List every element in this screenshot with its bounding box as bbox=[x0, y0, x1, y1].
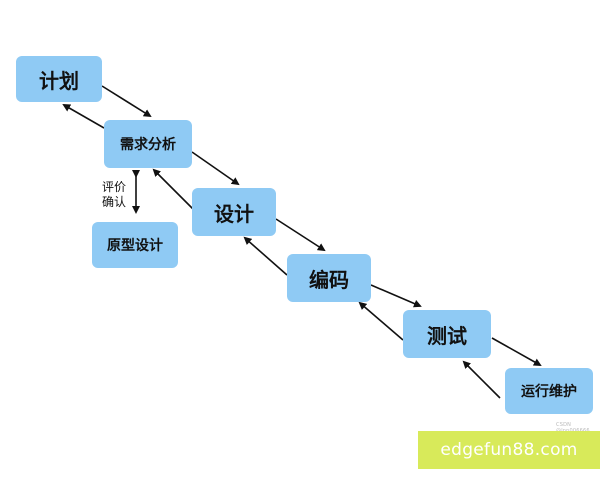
arrow-design-to-coding bbox=[275, 218, 326, 252]
node-prototype: 原型设计 bbox=[92, 222, 178, 268]
arrow-operation-back-to-testing bbox=[462, 360, 501, 399]
arrow-coding-to-testing bbox=[370, 284, 422, 308]
node-plan: 计划 bbox=[16, 56, 102, 102]
side-note-line2: 确认 bbox=[101, 195, 126, 209]
node-design: 设计 bbox=[192, 188, 276, 236]
node-testing: 测试 bbox=[403, 310, 491, 358]
arrow-design-back-to-requirements bbox=[152, 168, 195, 211]
site-banner-text: edgefun88.com bbox=[440, 440, 578, 460]
node-coding: 编码 bbox=[287, 254, 371, 302]
node-operation: 运行维护 bbox=[505, 368, 593, 414]
arrow-requirements-to-design bbox=[191, 151, 240, 186]
site-banner: edgefun88.com bbox=[418, 431, 600, 469]
node-requirements: 需求分析 bbox=[104, 120, 192, 168]
arrow-plan-to-requirements bbox=[101, 85, 152, 118]
side-note-line1: 评价 bbox=[101, 180, 126, 194]
arrow-coding-back-to-design bbox=[243, 236, 288, 276]
side-note-evaluate-confirm: 评价 确认 bbox=[100, 180, 128, 210]
arrow-testing-to-operation bbox=[491, 337, 542, 366]
arrow-requirements-back-to-plan bbox=[62, 104, 105, 129]
arrow-testing-back-to-coding bbox=[358, 301, 404, 341]
